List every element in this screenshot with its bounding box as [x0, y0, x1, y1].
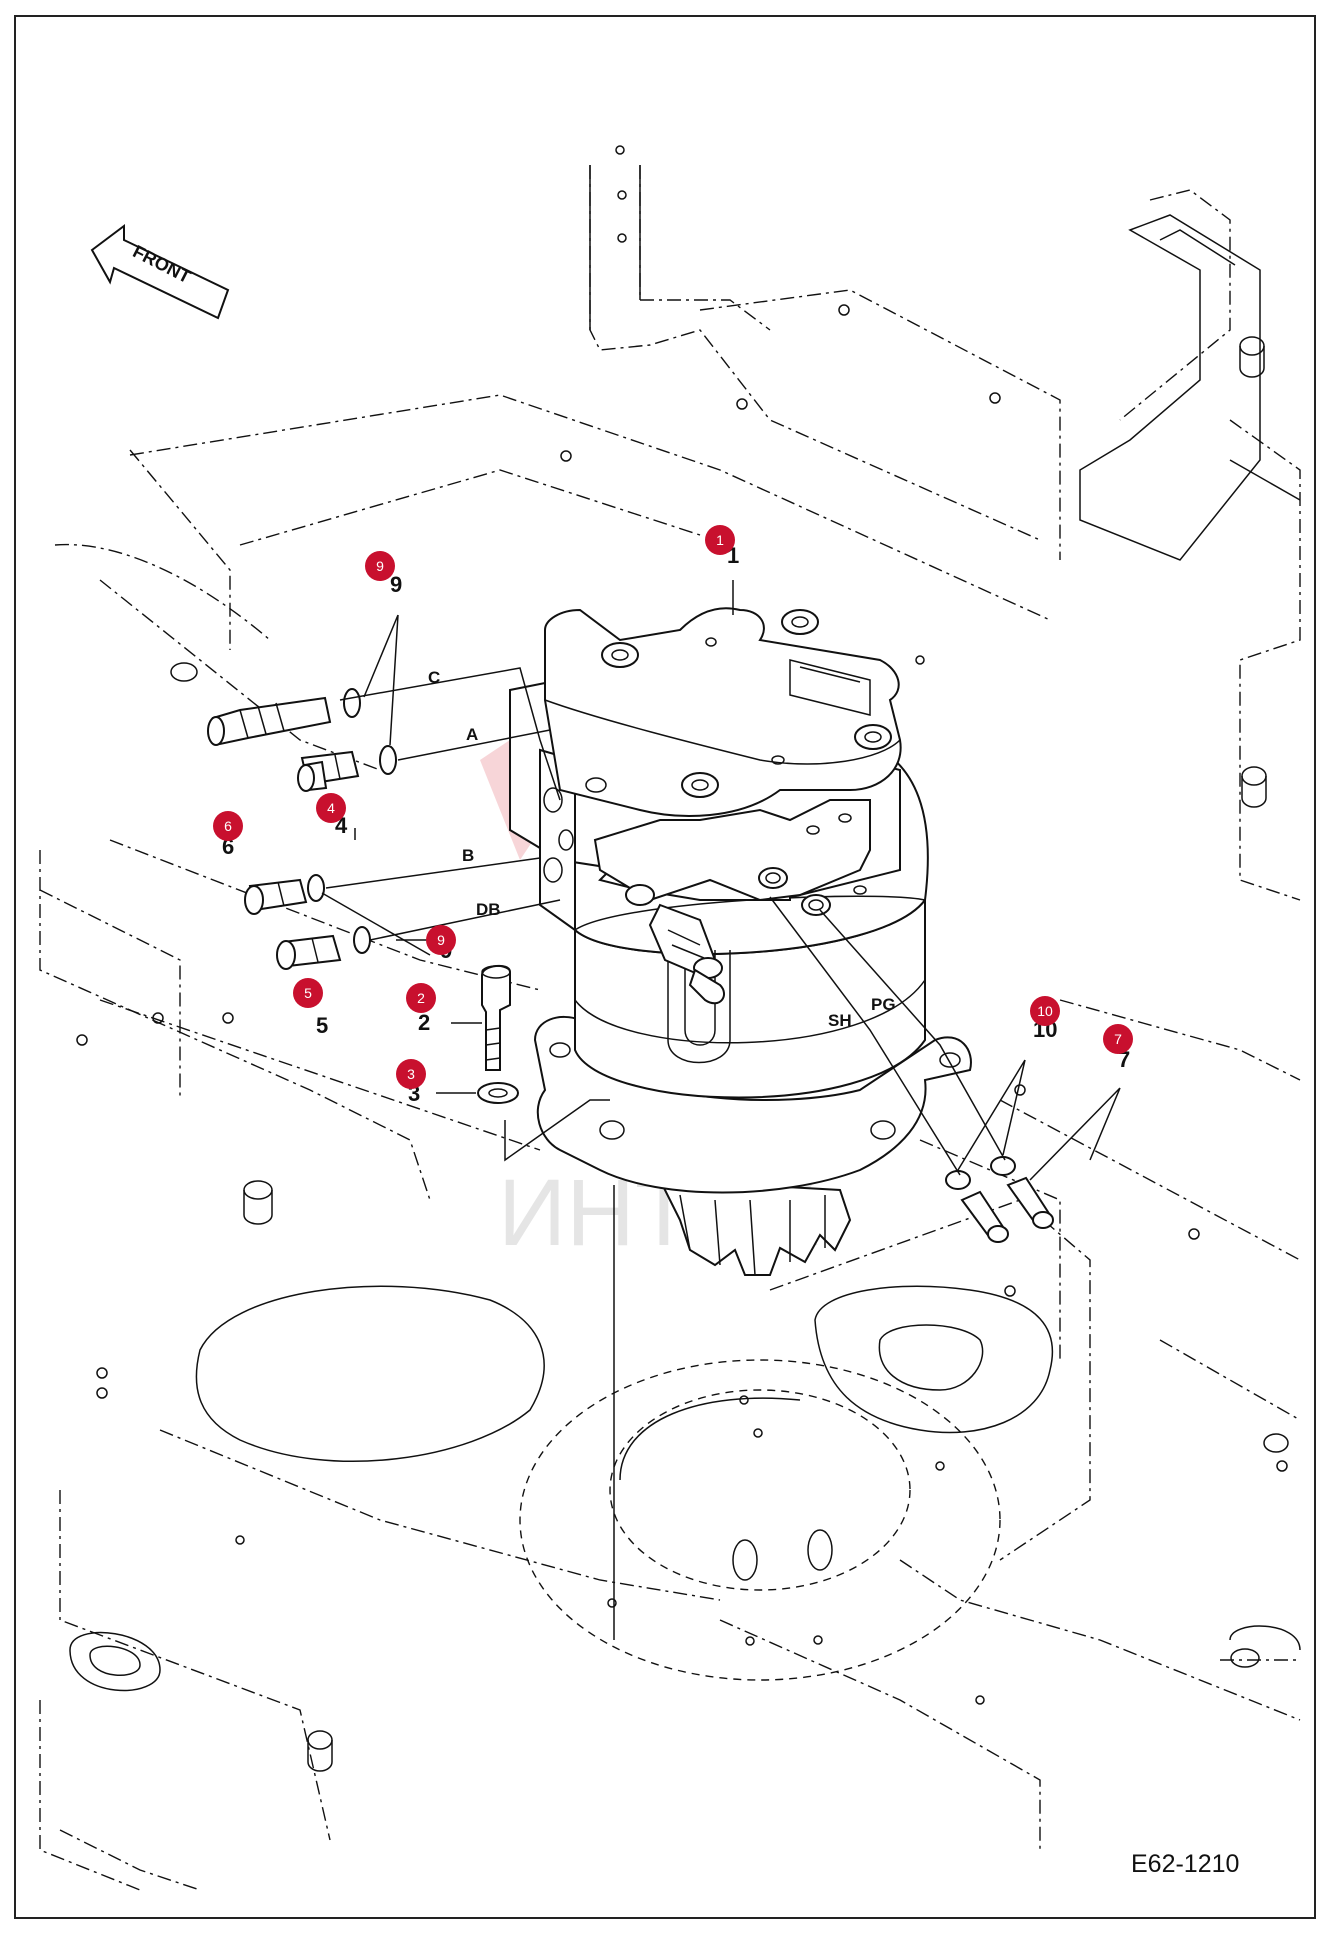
port-labels: C A B DB SH PG — [428, 668, 896, 1030]
badge-9-lower: 9 — [426, 925, 456, 955]
frame-holes — [76, 145, 1288, 1705]
badge-5: 5 — [293, 978, 323, 1008]
part-number-5: 5 — [316, 1013, 328, 1038]
part-number-9-upper: 9 — [390, 572, 402, 597]
svg-text:6: 6 — [224, 818, 232, 834]
frame-bosses — [170, 336, 1289, 1772]
svg-text:2: 2 — [417, 990, 425, 1006]
badge-1: 1 — [705, 525, 735, 555]
svg-text:9: 9 — [376, 558, 384, 574]
badge-6: 6 — [213, 811, 243, 841]
svg-text:3: 3 — [407, 1066, 415, 1082]
leader-lines — [321, 580, 1121, 1640]
badge-7: 7 — [1103, 1024, 1133, 1054]
frame-outline — [39, 145, 1301, 1891]
o-ring-9-upper — [343, 688, 361, 718]
port-label-sh: SH — [828, 1011, 852, 1030]
svg-text:5: 5 — [304, 985, 312, 1001]
badge-10: 10 — [1030, 996, 1060, 1026]
page-border — [14, 15, 1316, 1919]
part-numbers: 1 9 4 6 9 5 2 3 10 7 — [222, 543, 1130, 1106]
swing-motor — [509, 607, 972, 1276]
svg-text:4: 4 — [327, 800, 335, 816]
port-label-pg: PG — [871, 995, 896, 1014]
svg-text:7: 7 — [1114, 1031, 1122, 1047]
front-arrow: FRONT — [90, 224, 230, 320]
svg-text:1: 1 — [716, 532, 724, 548]
port-label-c: C — [428, 668, 440, 687]
badge-2: 2 — [406, 983, 436, 1013]
callout-badges: 1 9 4 6 9 5 2 3 10 7 — [213, 525, 1133, 1089]
badge-9-upper: 9 — [365, 551, 395, 581]
badge-4: 4 — [316, 793, 346, 823]
part-number-2: 2 — [418, 1010, 430, 1035]
svg-text:9: 9 — [437, 932, 445, 948]
drawing-code: E62-1210 — [1131, 1850, 1239, 1878]
svg-text:10: 10 — [1037, 1003, 1053, 1019]
port-label-b: B — [462, 846, 474, 865]
port-label-db: DB — [476, 900, 501, 919]
port-label-a: A — [466, 725, 478, 744]
o-ring-9-lower — [379, 745, 397, 775]
badge-3: 3 — [396, 1059, 426, 1089]
